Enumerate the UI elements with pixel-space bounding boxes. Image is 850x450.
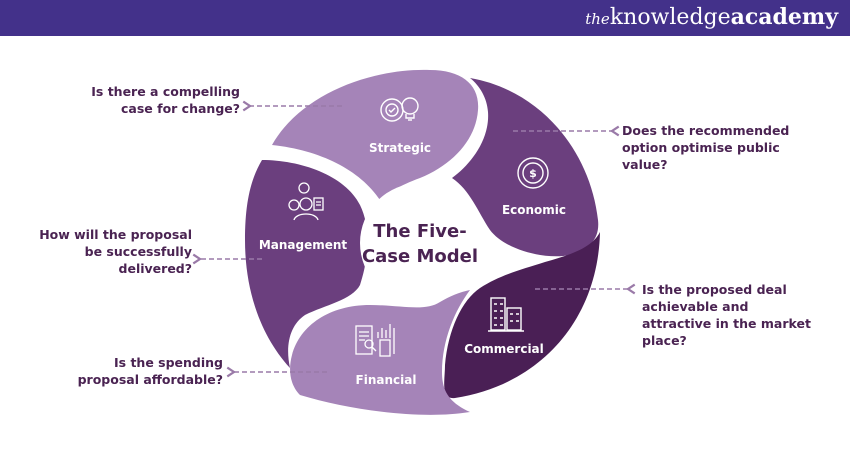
question-management: How will the proposal be successfully de… <box>39 226 192 277</box>
segment-management <box>245 160 368 368</box>
question-line: Is the proposed deal <box>642 282 787 297</box>
brand-logo[interactable]: theknowledgeacademy <box>585 4 838 30</box>
question-line: proposal affordable? <box>77 372 223 387</box>
question-line: How will the proposal <box>39 227 192 242</box>
center-title-line2: Case Model <box>362 246 478 267</box>
segment-commercial <box>444 232 600 399</box>
question-line: be successfully <box>84 244 192 259</box>
question-line: place? <box>642 333 687 348</box>
question-line: achievable and <box>642 299 749 314</box>
center-title-line1: The Five- <box>373 221 466 242</box>
question-line: Does the recommended <box>622 123 790 138</box>
question-line: Is the spending <box>114 355 223 370</box>
question-commercial: Is the proposed deal achievable and attr… <box>642 281 811 349</box>
logo-main: knowledge <box>609 5 731 30</box>
center-circle <box>360 183 480 303</box>
label-strategic: Strategic <box>369 141 431 155</box>
label-economic: Economic <box>502 203 566 217</box>
question-line: Is there a compelling <box>91 84 240 99</box>
question-line: value? <box>622 157 668 172</box>
question-line: case for change? <box>121 101 240 116</box>
logo-prefix: the <box>585 10 610 28</box>
label-financial: Financial <box>356 373 417 387</box>
financial-report-icon <box>355 324 395 357</box>
label-commercial: Commercial <box>464 342 544 356</box>
logo-suffix: academy <box>730 4 838 30</box>
segment-strategic <box>272 69 479 200</box>
question-economic: Does the recommended option optimise pub… <box>622 122 789 173</box>
gear-lightbulb-icon <box>380 97 419 122</box>
manager-icon <box>288 182 324 221</box>
question-line: option optimise public <box>622 140 780 155</box>
question-financial: Is the spending proposal affordable? <box>78 354 223 388</box>
label-management: Management <box>259 238 348 252</box>
buildings-icon <box>488 297 524 332</box>
question-line: delivered? <box>118 261 192 276</box>
question-strategic: Is there a compelling case for change? <box>91 83 240 117</box>
dollar-cycle-icon: $ <box>517 157 549 189</box>
svg-text:$: $ <box>529 167 537 180</box>
header-bar: theknowledgeacademy <box>0 0 850 36</box>
question-line: attractive in the market <box>642 316 811 331</box>
